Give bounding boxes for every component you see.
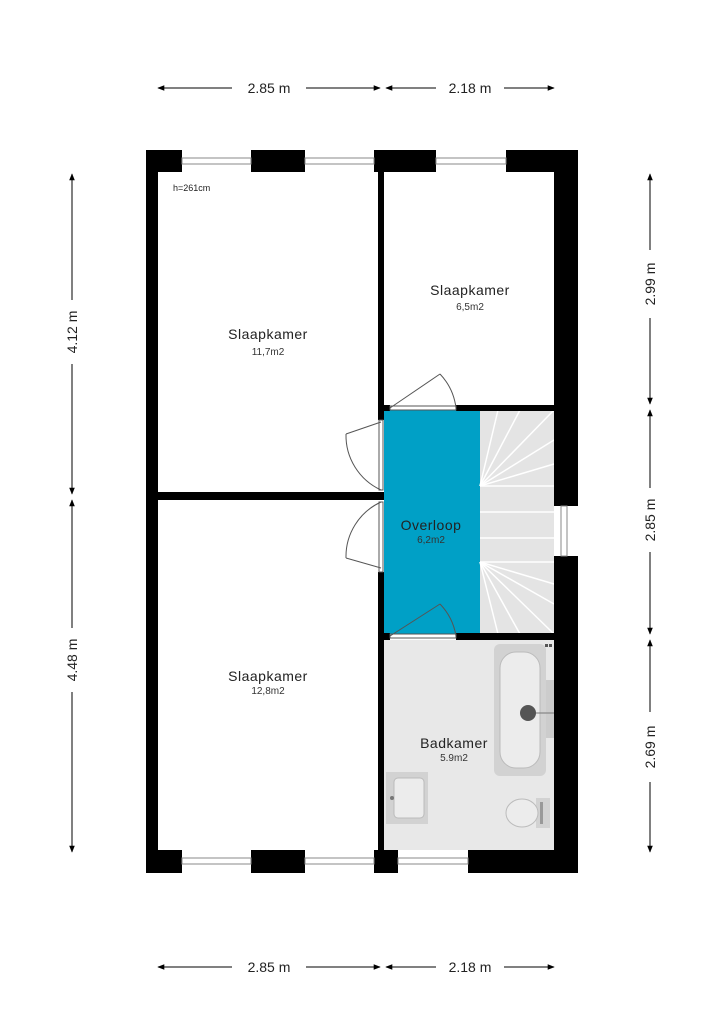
wall-stairs-bottom: [456, 633, 554, 640]
wall-bottom-pier-2: [374, 850, 398, 873]
dimension-right-upper: 2.99 m: [642, 263, 658, 306]
toilet: [505, 798, 550, 828]
bathtub-drain-icon: [520, 705, 536, 721]
wall-bottom-right: [468, 850, 578, 873]
wall-top-pier-2: [374, 150, 436, 172]
dimension-left-lower: 4.48 m: [64, 639, 80, 682]
dimension-top-right: 2.18 m: [449, 80, 492, 96]
walls: [146, 150, 578, 873]
wall-bottom-pier-1: [251, 850, 305, 873]
window-top-3: [435, 157, 507, 165]
door-bathroom-frame: [389, 633, 457, 639]
wall-right-upper: [554, 150, 578, 506]
window-top-1: [181, 157, 252, 165]
dimension-bottom-left: 2.85 m: [248, 959, 291, 975]
room-area-bedroom-top-left: 11,7m2: [252, 347, 285, 358]
wall-left: [146, 150, 158, 873]
door-bottom-left-bedroom-frame: [378, 501, 384, 573]
window-bottom-1: [181, 857, 252, 865]
window-bottom-2: [304, 857, 375, 865]
dimension-top-left: 2.85 m: [248, 80, 291, 96]
window-top-2: [304, 157, 375, 165]
door-top-right-bedroom-frame: [389, 405, 457, 411]
dimension-lines: [69, 85, 653, 970]
dimension-left-upper: 4.12 m: [64, 311, 80, 354]
landing-fill: [384, 408, 480, 636]
wall-center-upper: [378, 172, 384, 420]
room-name-bedroom-bottom-left: Slaapkamer: [228, 668, 308, 684]
dimension-bottom-right: 2.18 m: [449, 959, 492, 975]
bathroom-corner-icon: [545, 644, 552, 647]
door-top-left-bedroom-frame: [378, 419, 384, 491]
windows: [181, 157, 568, 865]
room-name-landing: Overloop: [401, 517, 462, 533]
sink: [386, 772, 428, 824]
wall-right-lower: [554, 556, 578, 873]
wall-left-bedrooms-divider: [158, 492, 384, 500]
wall-top-pier-1: [251, 150, 305, 172]
room-name-bedroom-top-right: Slaapkamer: [430, 282, 510, 298]
ceiling-height-note: h=261cm: [173, 183, 210, 193]
room-area-bedroom-bottom-left: 12,8m2: [251, 686, 285, 697]
bathtub: [494, 644, 554, 776]
wall-bottom-left-corner: [146, 850, 182, 873]
dimension-right-middle: 2.85 m: [642, 499, 658, 542]
wall-stairs-top: [456, 405, 554, 411]
wall-landing-top: [384, 405, 390, 411]
doors: [345, 373, 457, 639]
room-name-bathroom: Badkamer: [420, 735, 488, 751]
window-right: [560, 505, 568, 557]
wall-top-left-corner: [146, 150, 182, 172]
room-area-bathroom: 5.9m2: [440, 753, 468, 764]
staircase: [479, 409, 555, 635]
wall-center-lower: [378, 572, 384, 852]
room-name-bedroom-top-left: Slaapkamer: [228, 326, 308, 342]
wall-landing-bottom: [384, 633, 390, 640]
room-area-bedroom-top-right: 6,5m2: [456, 302, 484, 313]
room-area-landing: 6,2m2: [417, 535, 445, 546]
window-bottom-3: [397, 857, 469, 865]
dimension-right-lower: 2.69 m: [642, 726, 658, 769]
